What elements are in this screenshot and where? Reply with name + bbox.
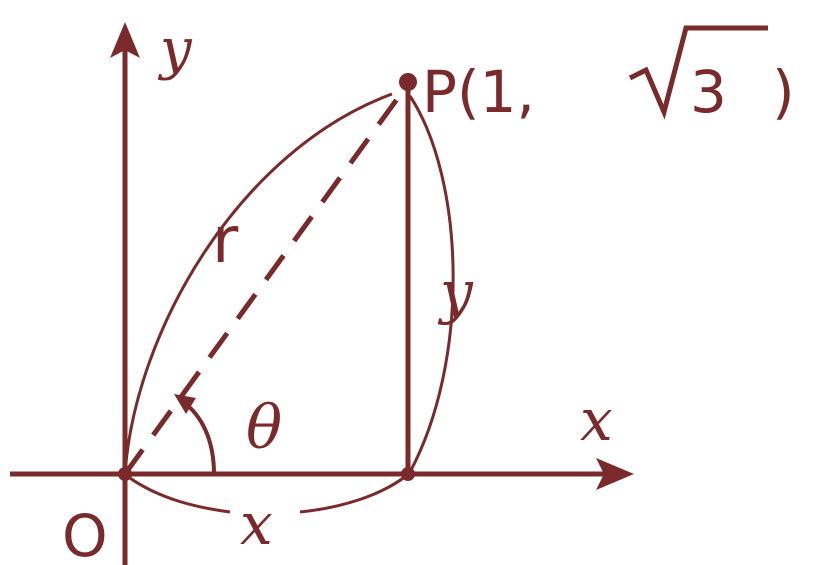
x-axis-arrowhead bbox=[596, 458, 634, 490]
foot-dot bbox=[401, 467, 415, 481]
point-label-radicand: 3 bbox=[690, 58, 727, 126]
angle-arrowhead bbox=[174, 394, 196, 414]
x-axis-label: x bbox=[580, 386, 613, 454]
y-axis-label: y bbox=[157, 17, 193, 82]
angle-label: θ bbox=[246, 393, 282, 463]
horizontal-brace-right bbox=[299, 474, 407, 514]
y-axis bbox=[110, 22, 140, 565]
sqrt-sign bbox=[628, 25, 768, 120]
point-label-suffix: ) bbox=[772, 58, 795, 126]
origin-label: O bbox=[62, 502, 108, 565]
radius-label: r bbox=[212, 204, 239, 278]
vertical-leg-label: y bbox=[437, 258, 474, 326]
radius-brace bbox=[123, 92, 393, 475]
radius-line bbox=[122, 82, 411, 476]
point-p-label: P(1, 3 ) bbox=[422, 25, 795, 126]
horizontal-leg-label: x bbox=[240, 490, 273, 558]
point-p-dot bbox=[399, 73, 417, 91]
point-label-prefix: P(1, bbox=[422, 58, 535, 126]
horizontal-brace bbox=[126, 474, 231, 514]
x-axis bbox=[10, 458, 634, 490]
origin-dot bbox=[118, 467, 132, 481]
vertical-brace bbox=[408, 95, 455, 473]
angle-arc bbox=[184, 402, 216, 475]
y-axis-arrowhead bbox=[110, 22, 140, 58]
